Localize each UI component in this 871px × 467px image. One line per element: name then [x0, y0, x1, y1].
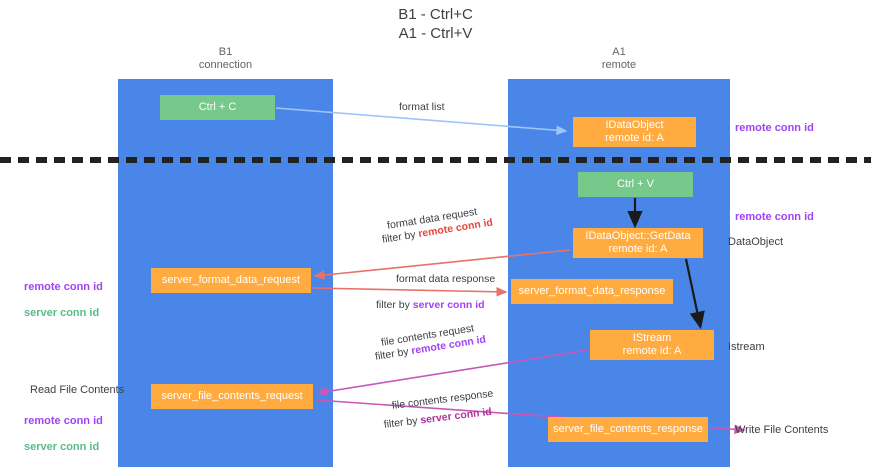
side-label-left-server-conn-id-2: server conn id — [24, 441, 100, 453]
node-server-format-data-request[interactable]: server_format_data_request — [151, 268, 311, 293]
edge-label-format-list: format list — [399, 101, 445, 113]
node-istream[interactable]: IStream remote id: A — [590, 330, 714, 360]
edge-label-format-data-response-filter: filter by server conn id — [376, 298, 485, 312]
side-label-write-file-contents: Write File Contents — [735, 424, 829, 436]
edge-file-contents-request — [316, 349, 589, 397]
lane-header-a1: A1 remote — [601, 46, 637, 71]
edge-getdata-istream — [684, 258, 705, 330]
lane-header-b1: B1 connection — [198, 46, 253, 71]
filter-prefix: filter by — [376, 299, 413, 311]
side-label-dataobject: DataObject — [728, 236, 784, 248]
side-label-left-remote-conn-id: remote conn id — [24, 281, 103, 293]
side-label-left-remote-conn-id-2: remote conn id — [24, 415, 103, 427]
node-ctrl-v[interactable]: Ctrl + V — [578, 172, 693, 197]
node-server-file-contents-response[interactable]: server_file_contents_response — [548, 417, 708, 442]
side-label-left-conn-ids-2: remote conn id server conn id — [24, 402, 103, 467]
side-label-remote-conn-id-mid: remote conn id — [735, 211, 814, 223]
node-idataobject[interactable]: IDataObject remote id: A — [573, 117, 696, 147]
diagram-title: B1 - Ctrl+C A1 - Ctrl+V — [398, 6, 473, 42]
filter-key-server-conn-id: server conn id — [412, 299, 485, 311]
side-label-left-conn-ids: remote conn id server conn id — [24, 268, 103, 333]
node-server-format-data-response[interactable]: server_format_data_response — [511, 279, 673, 304]
node-server-file-contents-request[interactable]: server_file_contents_request — [151, 384, 313, 409]
side-label-istream: Istream — [728, 341, 765, 353]
edge-format-data-response — [312, 287, 508, 297]
side-label-left-server-conn-id: server conn id — [24, 307, 100, 319]
edge-format-list — [275, 107, 568, 136]
side-label-read-file-contents: Read File Contents — [30, 384, 125, 396]
node-idataobject-getdata[interactable]: IDataObject::GetData remote id: A — [573, 228, 703, 258]
node-ctrl-c[interactable]: Ctrl + C — [160, 95, 275, 120]
edge-format-data-request — [313, 249, 571, 280]
edge-label-format-data-response: format data response — [396, 273, 496, 285]
side-label-remote-conn-id-top: remote conn id — [735, 122, 814, 134]
